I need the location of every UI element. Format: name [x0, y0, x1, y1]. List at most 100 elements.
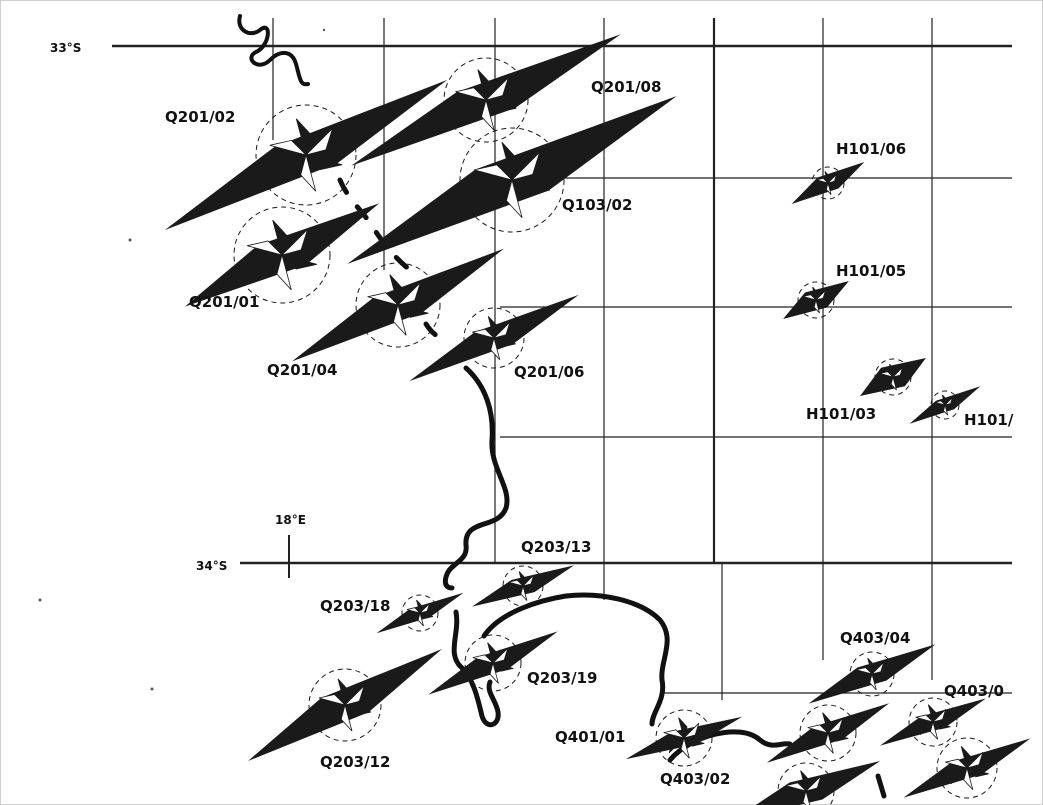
map-labels: 33°S 34°S 18°E Q201/02 Q201/08 Q103/02 Q…: [50, 41, 1014, 788]
mechanism-star: [785, 770, 827, 805]
latitude-label: 34°S: [196, 559, 227, 573]
mechanism-ray: [802, 294, 818, 301]
mechanism-star: [508, 571, 538, 601]
mechanism-ray: [343, 704, 372, 716]
focal-mechanism-symbol: [292, 248, 504, 362]
mechanism-ray: [520, 584, 528, 601]
mechanism-ray: [505, 178, 523, 218]
mechanism-ray: [474, 164, 514, 181]
station-label: Q403/02: [660, 770, 730, 788]
mechanism-circle: [443, 57, 529, 143]
mechanism-ray: [800, 770, 810, 793]
station-label: Q201/08: [591, 78, 661, 96]
station-label: Q403/04: [840, 629, 910, 647]
mechanism-circle: [655, 709, 713, 767]
mechanism-ray: [931, 709, 947, 723]
mechanism-ray: [950, 767, 969, 785]
focal-mechanism-symbol: [731, 761, 881, 805]
focal-mechanism-symbol: [791, 162, 865, 204]
mechanism-ray: [393, 303, 407, 336]
mechanism-ray: [826, 717, 844, 734]
mechanism-ray: [518, 571, 526, 588]
mechanism-ray: [418, 612, 434, 619]
mechanism-ray: [891, 376, 907, 383]
mechanism-ray: [492, 337, 516, 348]
focal-mechanism-symbol: [248, 649, 442, 761]
mechanism-star: [879, 363, 907, 391]
mechanism-ray: [824, 171, 831, 185]
mechanism-ray: [945, 758, 969, 769]
stray-marks: [38, 28, 326, 691]
mechanism-ray: [682, 737, 705, 747]
mechanism-ray: [396, 304, 429, 318]
latitude-label: 33°S: [50, 41, 81, 55]
mechanism-ray: [941, 394, 947, 407]
focal-mechanism-symbol: [351, 34, 621, 166]
mechanism-ray: [472, 328, 496, 339]
mechanism-ray: [477, 69, 491, 102]
mechanism-ray: [300, 153, 317, 192]
mechanism-star: [455, 69, 517, 131]
mechanism-ray: [269, 139, 308, 156]
mechanism-ray: [280, 229, 308, 256]
mechanism-ray: [487, 642, 497, 665]
mechanism-ray: [512, 585, 525, 597]
mechanism-circle: [799, 704, 857, 762]
graticule: [112, 18, 1012, 700]
station-label: H101/06: [836, 140, 906, 158]
mechanism-star: [367, 274, 429, 336]
mechanism-ray: [492, 321, 511, 339]
mechanism-ray: [870, 662, 885, 675]
mechanism-ray: [491, 647, 509, 664]
mechanism-ray: [318, 694, 347, 706]
mechanism-ray: [477, 337, 496, 355]
station-label: Q203/19: [527, 669, 597, 687]
station-label: Q403/0: [944, 682, 1004, 700]
stray-dot: [322, 28, 326, 32]
focal-mechanism-symbol: [625, 709, 743, 767]
mechanism-ray: [824, 731, 834, 754]
mechanism-ray: [484, 179, 514, 208]
mechanism-ray: [931, 721, 951, 730]
mechanism-ray: [816, 177, 830, 184]
mechanism-ray: [826, 182, 840, 189]
mechanism-ray: [785, 782, 808, 792]
mechanism-ray: [927, 704, 937, 724]
station-label: H101/: [964, 411, 1014, 429]
mechanism-ray: [965, 767, 989, 778]
mechanism-ray: [855, 667, 874, 675]
mechanism-circle: [797, 281, 835, 319]
mechanism-ray: [418, 603, 430, 614]
mechanism-ray: [812, 286, 819, 302]
mechanism-ray: [272, 219, 288, 257]
focal-mechanism-symbol: [766, 703, 890, 763]
mechanism-ray: [484, 77, 509, 101]
mechanism-ray: [963, 766, 974, 790]
mechanism-ray: [663, 729, 686, 739]
mechanism-ray: [890, 375, 897, 391]
mechanism-ray: [256, 254, 284, 281]
mechanism-ray: [325, 704, 347, 725]
mechanism-ray: [807, 724, 830, 734]
mechanism-ray: [367, 292, 400, 306]
stray-dot: [128, 238, 132, 242]
mechanism-ray: [463, 99, 488, 123]
station-label: H101/03: [806, 405, 876, 423]
coastline-false-bay: [481, 592, 670, 727]
mechanism-ray: [869, 672, 877, 691]
coastline-peninsula: [442, 365, 510, 591]
mechanism-ray: [883, 376, 895, 387]
coastline-dashed: [337, 177, 413, 273]
station-label: Q201/06: [514, 363, 584, 381]
mechanism-ray: [943, 403, 949, 416]
mechanism-ray: [813, 298, 820, 314]
mechanism-star: [934, 394, 956, 416]
station-label: Q203/18: [320, 597, 390, 615]
mechanism-ray: [276, 253, 292, 291]
mechanism-circle: [255, 104, 357, 206]
mechanism-ray: [804, 775, 822, 792]
mechanism-ray: [889, 363, 896, 379]
mechanism-circle: [908, 697, 958, 747]
mechanism-star: [855, 657, 889, 691]
